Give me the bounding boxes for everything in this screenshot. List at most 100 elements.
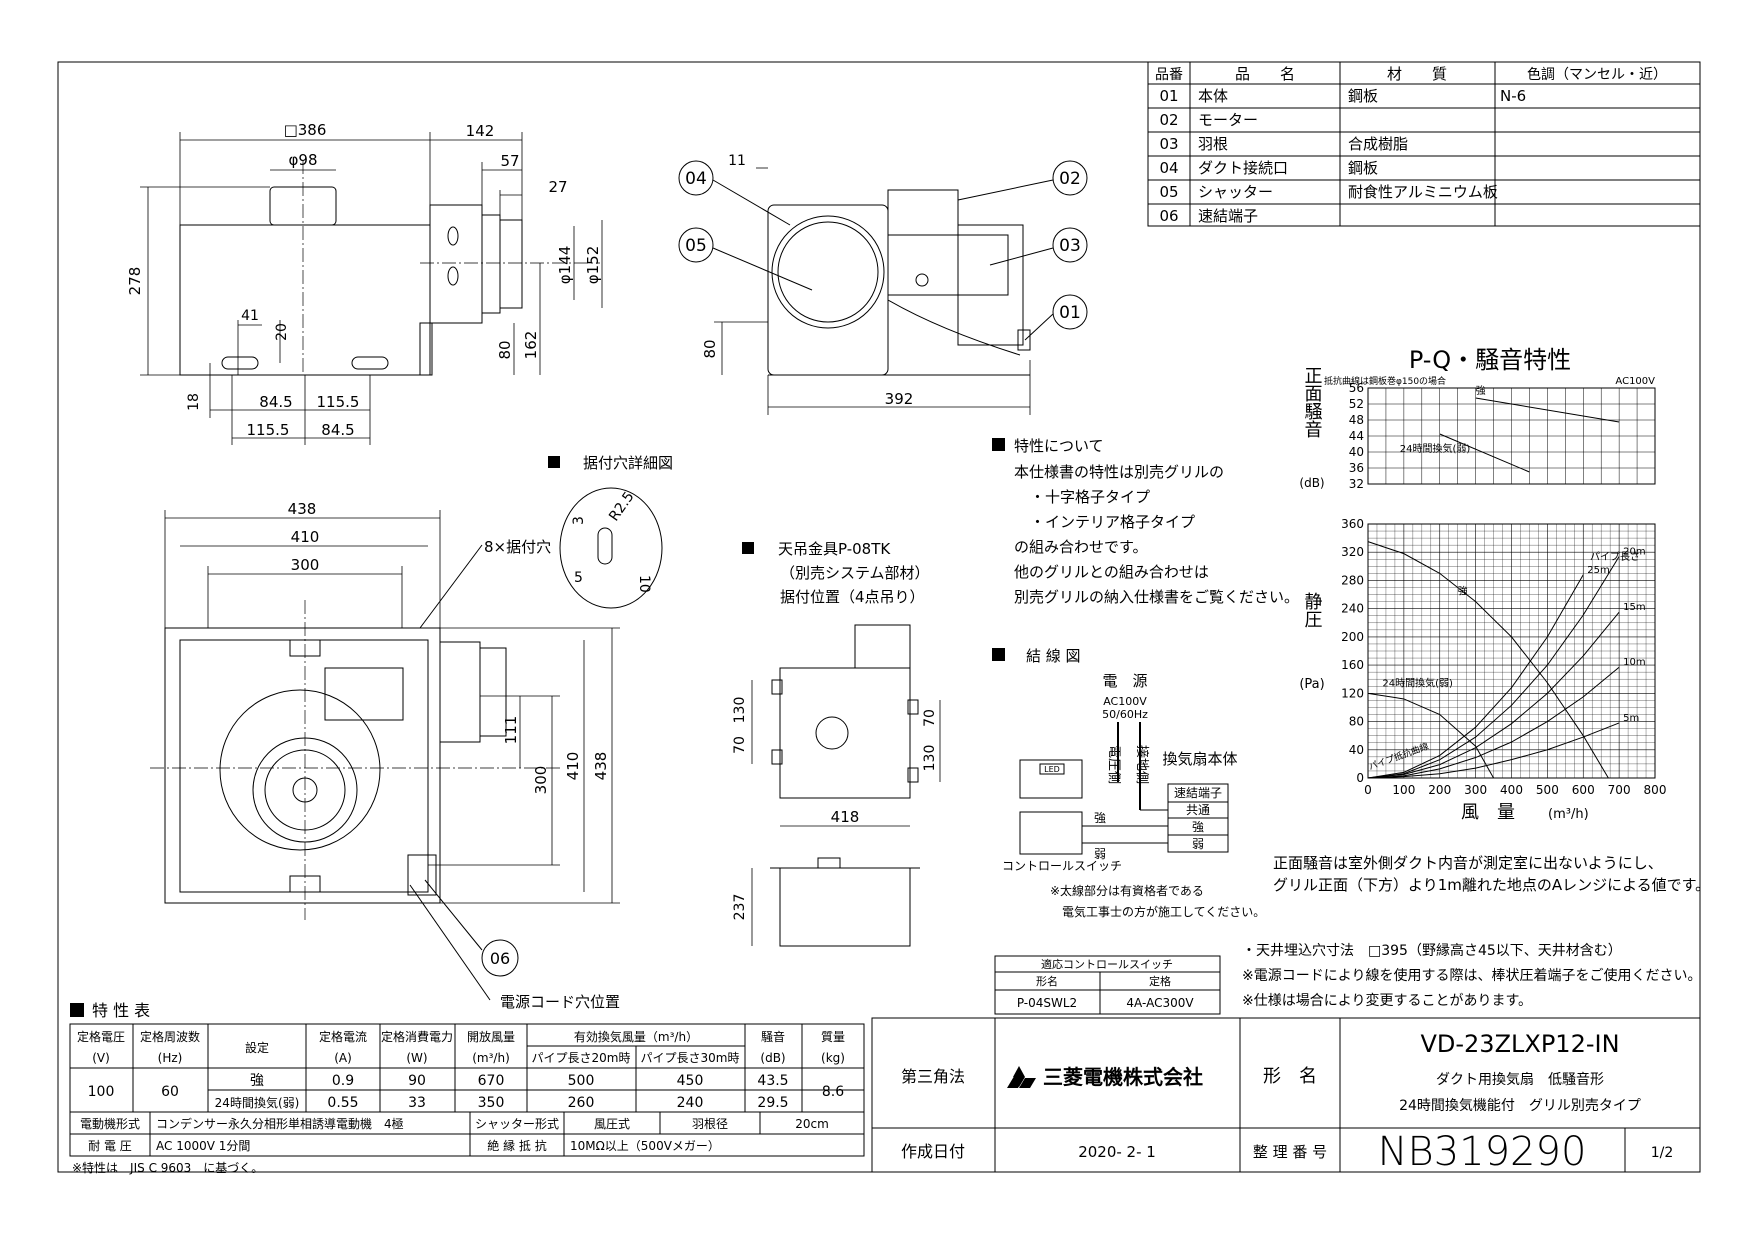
ch-u-m3: (m³/h) [472,1051,510,1065]
plan-view: 438 410 300 300 410 438 111 8×据付穴 06 電源コ… [150,500,620,1011]
hanger-sub2: 据付位置（4点吊り） [780,588,925,606]
ch-shutter: 風圧式 [594,1117,630,1131]
ch-blade: 20cm [795,1117,829,1131]
dim-phi144: φ144 [556,246,574,285]
notes-line-1: ・十字格子タイプ [1030,488,1150,506]
dim-111: 111 [502,716,520,745]
parts-cell: シャッター [1198,183,1273,201]
hole-r: R2.5 [606,489,637,524]
ch-mass: 8.6 [822,1084,844,1100]
parts-cell: ダクト接続口 [1198,159,1288,177]
pq-ytick: 200 [1341,630,1364,644]
pipe-curve-label: 15m [1623,602,1645,613]
dim-115b: 115.5 [247,421,290,439]
wiring-switch: コントロールスイッチ [1002,859,1122,873]
pq-series-label: 強 [1458,585,1468,598]
dim-300v: 300 [532,766,550,795]
dim-142: 142 [466,122,495,140]
hanger-view: 天吊金具P-08TK （別売システム部材） 据付位置（4点吊り） 418 130… [732,540,941,947]
chart-note-0: 正面騒音は室外側ダクト内音が測定室に出ないようにし、 [1273,854,1663,872]
dim-70a: 70 [732,736,748,754]
wiring-common: 共通 [1186,803,1210,817]
char-table: 特 性 表 定格電圧 定格周波数 設定 定格電流 定格消費電力 開放風量 有効換… [69,1001,865,1175]
pq-xtick: 200 [1428,783,1451,797]
pq-xunit: (m³/h) [1548,807,1589,822]
pq-ytick: 280 [1341,573,1364,587]
wiring-unit: 換気扇本体 [1162,750,1237,768]
notes-line-5: 別売グリルの納入仕様書をご覧ください。 [1014,588,1299,606]
pq-series-line [1367,692,1494,779]
ch-shutter-label: シャッター形式 [475,1117,559,1131]
pq-ytick: 120 [1341,686,1364,700]
notes-block: 特性について 本仕様書の特性は別売グリルの ・十字格子タイプ ・インテリア格子タ… [992,437,1299,606]
dim-418: 418 [831,808,860,826]
wiring-weak: 弱 [1192,837,1204,851]
noise-yunit: (dB) [1299,476,1324,490]
dim-80: 80 [496,340,514,359]
notes-line-0: 本仕様書の特性は別売グリルの [1014,463,1224,481]
dim-20: 20 [274,323,290,341]
pq-yunit: (Pa) [1299,677,1324,692]
wiring-diagram: 結 線 図 電 源 AC100V 50/60Hz 電圧側 接地側 LED 換気扇… [992,647,1265,919]
noise-ytick: 56 [1349,381,1364,395]
tb-date: 2020- 2- 1 [1078,1143,1156,1161]
parts-h-no: 品番 [1155,67,1183,83]
hole-d3: 3 [571,516,587,525]
tb-date-label: 作成日付 [901,1142,965,1161]
pipe-curve [1367,611,1620,779]
callout-05: 05 [685,236,707,256]
ch-h-volt: 定格電圧 [77,1029,125,1044]
pq-xtick: 100 [1392,783,1415,797]
chart-subtitle-left: 抵抗曲線は鋼板巻φ150の場合 [1324,375,1446,387]
switch-v1: P-04SWL2 [1017,996,1077,1010]
callout-02: 02 [1059,169,1081,189]
chart-title: P-Q・騒音特性 [1409,346,1571,374]
wiring-led: LED [1044,765,1060,774]
dim-41: 41 [241,308,259,324]
char-cell-noise: 43.5 [757,1073,788,1089]
pq-ytick: 160 [1341,658,1364,672]
char-cell-p30: 240 [677,1095,704,1111]
noise-ytick: 52 [1349,397,1364,411]
dim-27: 27 [548,178,567,196]
noise-ylabel: 正面騒音 [1302,366,1323,438]
callout-06: 06 [490,949,510,968]
parts-cell: N-6 [1500,87,1526,105]
switch-v2: 4A-AC300V [1126,996,1194,1010]
ch-withstand: AC 1000V 1分間 [156,1139,250,1153]
ch-h-setting: 設定 [245,1040,269,1055]
wiring-power: 電 源 [1102,672,1147,690]
switch-h1: 形名 [1036,974,1058,988]
noise-series-label: 強 [1476,384,1486,397]
dim-115a: 115.5 [317,393,360,411]
pq-xtick: 700 [1608,783,1631,797]
pq-ytick: 360 [1341,517,1364,531]
ch-u-kg: (kg) [821,1051,845,1065]
hole-detail: 据付穴詳細図 R2.5 3 5 10 [548,454,673,609]
tb-desc1: ダクト用換気扇 低騒音形 [1436,1071,1604,1088]
pq-xlabel: 風 量 [1461,802,1515,823]
pipe-curve-label: 20m [1623,546,1645,557]
dim-300: 300 [291,556,320,574]
pq-ytick: 0 [1356,771,1364,785]
dim-70b: 70 [922,709,938,727]
ch-u-db: (dB) [760,1051,785,1065]
pq-ytick: 80 [1349,715,1364,729]
tb-model-label: 形 名 [1263,1066,1317,1087]
pipe-curve-label: 10m [1623,657,1645,668]
ch-h-mass: 質量 [821,1029,845,1044]
tb-company: 三菱電機株式会社 [1043,1065,1203,1089]
pq-chart: P-Q・騒音特性 抵抗曲線は鋼板巻φ150の場合 AC100V 正面騒音 (dB… [1299,346,1666,823]
switch-table: 適応コントロールスイッチ 形名 定格 P-04SWL2 4A-AC300V [994,955,1221,1015]
noise-series-line [1475,397,1620,423]
dim-57: 57 [500,152,519,170]
parts-cell: 鋼板 [1348,87,1378,105]
hole-detail-title: 据付穴詳細図 [583,454,673,472]
parts-cell: 本体 [1198,87,1228,105]
dim-410: 410 [291,528,320,546]
holes-label: 8×据付穴 [484,538,551,556]
wiring-note2: 電気工事士の方が施工してください。 [1062,904,1265,919]
notes-line-2: ・インテリア格子タイプ [1030,513,1195,531]
ch-h-eff: 有効換気風量（m³/h） [574,1029,698,1044]
